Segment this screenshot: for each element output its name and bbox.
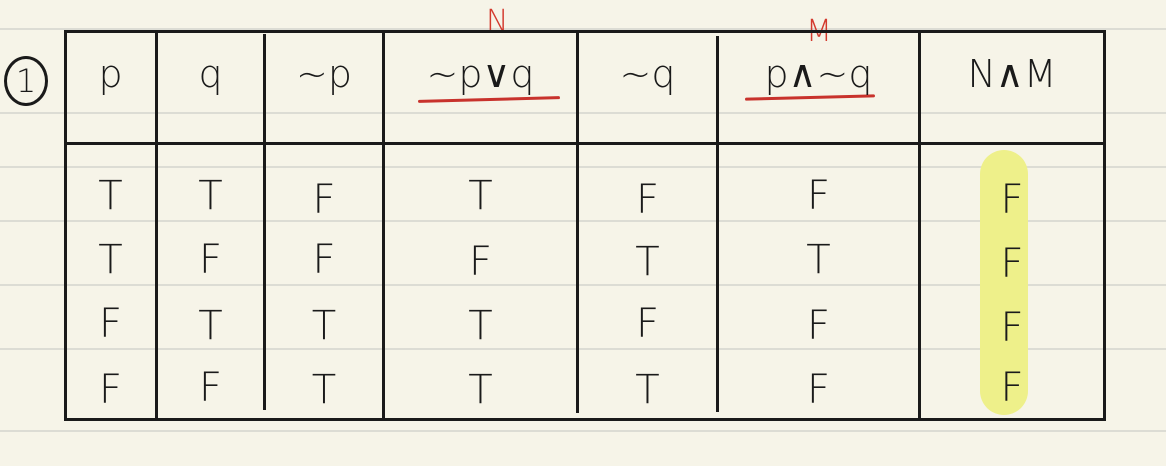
header-not-p: ~p: [296, 52, 352, 96]
cell: F: [98, 367, 122, 413]
cell: F: [1000, 241, 1024, 287]
header-not-p-or-q: ~p∨q: [426, 52, 535, 96]
cell: F: [806, 367, 830, 413]
cell: F: [468, 239, 492, 285]
cell: T: [311, 367, 337, 413]
cell: T: [806, 237, 831, 283]
cell: F: [98, 301, 122, 347]
cell: T: [198, 173, 223, 219]
cell: F: [635, 177, 659, 223]
cell: T: [198, 303, 223, 349]
cell: T: [98, 237, 123, 283]
cell: F: [1000, 177, 1024, 223]
cell: T: [468, 173, 493, 219]
cell: F: [312, 237, 336, 283]
cell: T: [635, 367, 660, 413]
cell: F: [198, 365, 222, 411]
header-not-q: ~q: [619, 52, 676, 96]
cell: F: [312, 177, 336, 223]
header-p: p: [98, 52, 123, 96]
cell: F: [1000, 365, 1024, 411]
result-column-highlight: [980, 150, 1028, 415]
cell: F: [806, 173, 830, 219]
annotation-n: N: [486, 4, 509, 39]
cell: T: [468, 367, 493, 413]
cell: T: [311, 303, 337, 349]
header-q: q: [198, 52, 223, 96]
header-p-and-not-q: p∧~q: [764, 52, 873, 96]
cell: F: [806, 303, 830, 349]
cell: T: [468, 303, 493, 349]
cell: T: [635, 239, 660, 285]
cell: F: [1000, 305, 1024, 351]
problem-number: 1: [4, 56, 48, 106]
cell: F: [198, 237, 222, 283]
cell: T: [98, 173, 123, 219]
cell: F: [635, 301, 659, 347]
header-n-and-m: N∧M: [967, 52, 1057, 96]
